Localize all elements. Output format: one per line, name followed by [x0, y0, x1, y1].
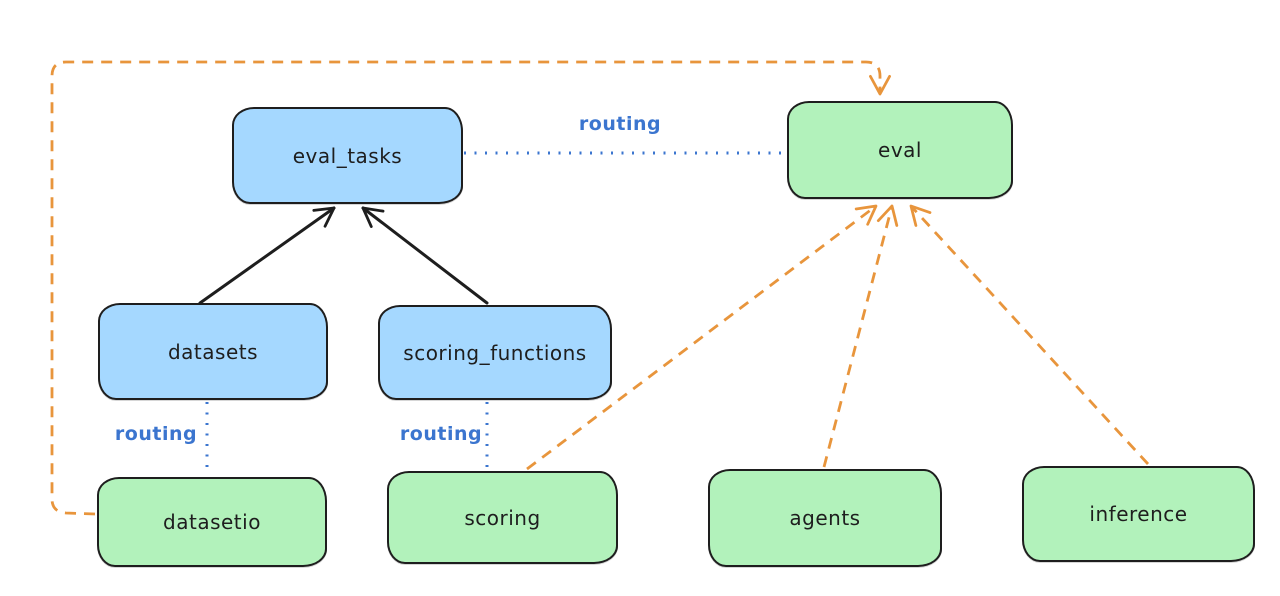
node-agents-label: agents [789, 506, 861, 530]
node-datasetio: datasetio [97, 477, 327, 567]
node-eval-tasks-label: eval_tasks [292, 143, 403, 168]
node-inference: inference [1022, 466, 1255, 562]
edge-datasetio-to-eval [50, 60, 891, 516]
node-agents: agents [708, 469, 942, 567]
edge-label-routing-eval-tasks-eval: routing [578, 113, 662, 135]
node-datasetio-label: datasetio [163, 510, 261, 534]
edge-agents-to-eval [822, 204, 899, 468]
node-datasets: datasets [98, 303, 328, 400]
edge-label-routing-datasets-datasetio: routing [114, 423, 198, 445]
node-scoring-label: scoring [464, 505, 541, 530]
node-eval: eval [787, 101, 1013, 199]
node-datasets-label: datasets [167, 339, 259, 364]
edge-label-routing-scoring-functions-scoring: routing [399, 423, 483, 445]
node-scoring: scoring [387, 471, 618, 564]
edge-datasets-to-eval-tasks [198, 206, 336, 305]
node-eval-label: eval [878, 138, 922, 162]
node-inference-label: inference [1089, 502, 1188, 526]
edge-inference-to-eval [909, 204, 1150, 465]
node-eval-tasks: eval_tasks [232, 107, 463, 204]
node-scoring-functions-label: scoring_functions [403, 340, 587, 365]
node-scoring-functions: scoring_functions [378, 305, 612, 400]
edge-scoring-functions-to-eval-tasks [361, 206, 489, 305]
